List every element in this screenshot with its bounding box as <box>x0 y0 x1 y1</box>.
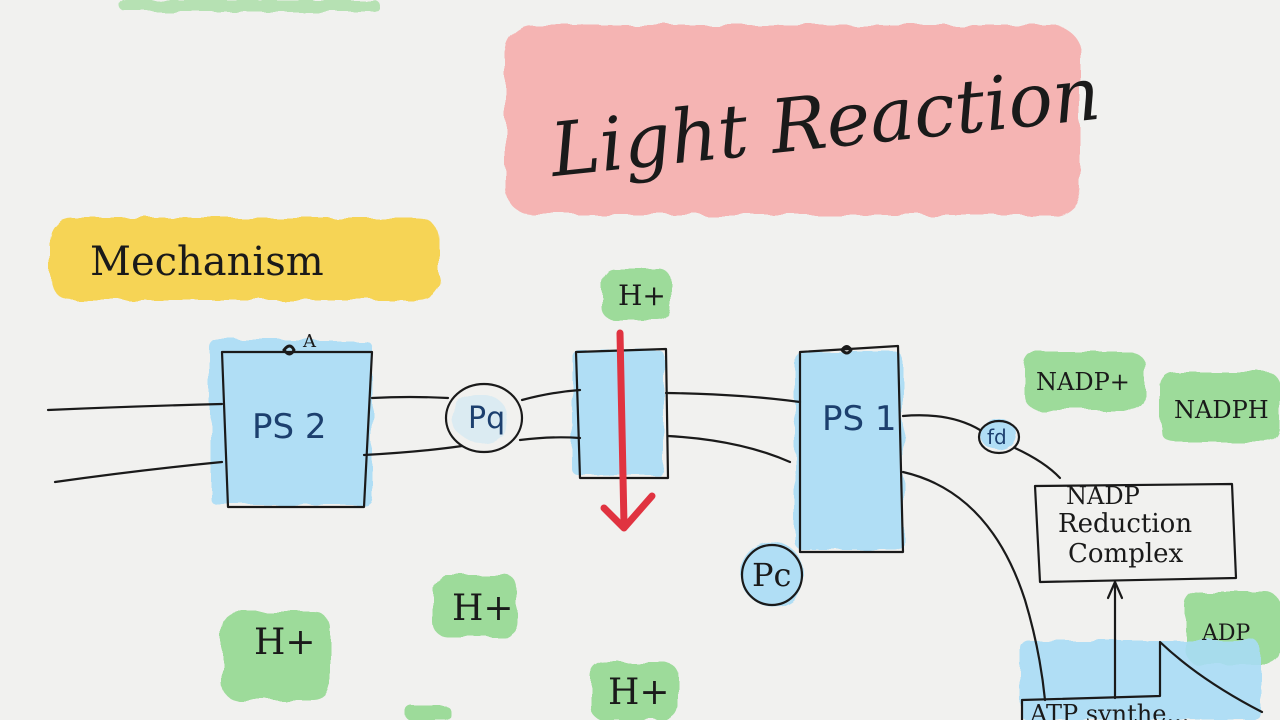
membrane-outline <box>46 344 1264 720</box>
fd-label: fd <box>987 425 1007 449</box>
pc-outline <box>740 543 804 607</box>
nadp-complex-label-line-2: Reduction <box>1058 509 1192 539</box>
ps1-top-dot <box>840 345 853 355</box>
ps1-fill <box>795 352 903 550</box>
ps2-label: PS 2 <box>252 407 327 447</box>
section-subtitle: Mechanism <box>90 239 324 285</box>
membrane-line-ps1-fd-upper <box>901 414 982 432</box>
atp-synthase-outline <box>1020 640 1264 720</box>
pq-fill <box>452 394 508 442</box>
adp-label: ADP <box>1201 621 1251 646</box>
ps2-top-mark: A <box>302 331 317 352</box>
atp-synthase-fill <box>1020 640 1260 720</box>
membrane-line-lower-left <box>53 460 224 484</box>
ps1-label: PS 1 <box>822 399 897 439</box>
subtitle-highlight <box>50 218 440 300</box>
nadph-highlight <box>1160 372 1280 442</box>
membrane-line-ps2-pq-lower <box>362 444 464 457</box>
ps2-fill <box>210 340 372 505</box>
h-bottom-2-highlight <box>433 575 518 637</box>
fd-fill <box>980 418 1016 450</box>
nadp-plus-highlight <box>1025 352 1145 410</box>
ps1-outline <box>798 344 905 554</box>
membrane-line-pq-cyt-lower <box>518 436 582 442</box>
nadph-label: NADPH <box>1174 396 1269 424</box>
membrane-line-upper-left <box>46 402 224 412</box>
nadp-plus-label: NADP+ <box>1036 368 1130 396</box>
ps2-top-dot <box>282 344 296 356</box>
subtitle-group: Mechanism <box>50 218 440 300</box>
pc-fill <box>740 542 804 606</box>
h-bottom-1-highlight <box>222 612 330 700</box>
atp-synthase-label: ATP synthe... <box>1029 700 1189 720</box>
membrane-line-pq-cyt-upper <box>520 388 582 402</box>
h-top-label: H+ <box>618 279 666 312</box>
pq-outline <box>444 382 524 454</box>
cytb6f-outline <box>574 347 670 480</box>
h-top-highlight <box>602 268 670 320</box>
membrane-line-ps2-pq-upper <box>370 395 450 400</box>
ps2-outline <box>220 350 374 509</box>
membrane-fills <box>210 340 1260 720</box>
nadp-complex-label-line-1: NADP <box>1066 482 1140 510</box>
cytb6f-fill <box>572 350 664 475</box>
membrane-line-cyt-ps1-upper <box>664 391 802 404</box>
nadp-complex-label-line-3: Complex <box>1068 539 1184 569</box>
atp-to-complex-arrowhead <box>1106 580 1124 600</box>
proton-arrow-head <box>600 492 656 532</box>
title-group: Light Reaction <box>505 25 1104 215</box>
nadp-complex-outline <box>1033 482 1238 584</box>
h-bottom-3-label: H+ <box>608 672 670 713</box>
h-bottom-2-label: H+ <box>452 588 514 629</box>
membrane-line-fd-complex <box>1013 446 1062 480</box>
proton-arrow-shaft <box>616 329 628 529</box>
pc-label: Pc <box>752 556 791 594</box>
membrane-line-cyt-ps1-lower <box>666 434 792 464</box>
fd-outline <box>977 419 1021 455</box>
pq-label: Pq <box>468 401 505 436</box>
top-edge-green-marks <box>120 0 380 12</box>
proton-arrow <box>600 329 656 532</box>
membrane-line-ps1-atp <box>901 470 1047 702</box>
bottom-edge-green-mark <box>405 705 450 720</box>
title-highlight <box>505 25 1080 215</box>
h-bottom-1-label: H+ <box>254 622 316 663</box>
h-bottom-3-highlight <box>590 662 678 720</box>
